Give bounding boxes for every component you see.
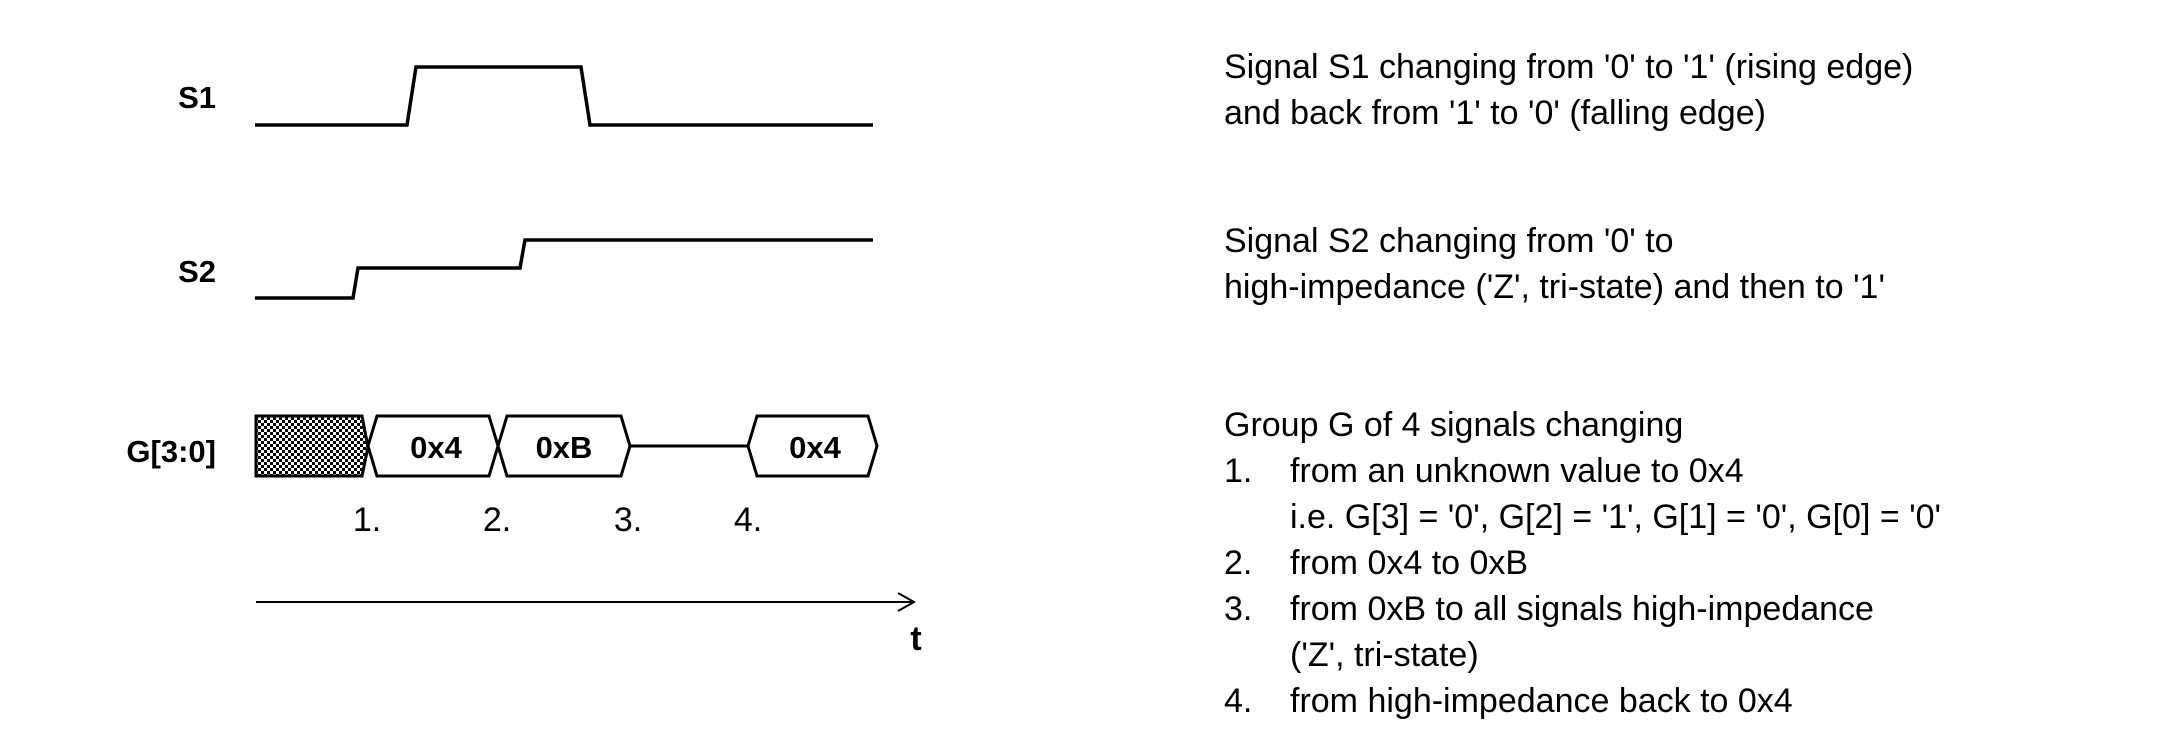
time-axis-arrowhead — [897, 592, 917, 612]
transition-marker-1: 1. — [353, 501, 381, 539]
bus-value-box-3 — [746, 414, 879, 478]
description-s2-line: high-impedance ('Z', tri-state) and then… — [1224, 268, 1885, 306]
time-axis-label: t — [910, 620, 921, 658]
transition-marker-2: 2. — [483, 501, 511, 539]
transition-marker-4: 4. — [734, 501, 762, 539]
bus-value-box-1 — [366, 414, 500, 478]
signal-label-s1: S1 — [178, 80, 216, 115]
description-g-intro: Group G of 4 signals changing — [1224, 406, 1684, 444]
list-number: 1. — [1224, 452, 1253, 490]
transition-marker-3: 3. — [614, 501, 642, 539]
bus-unknown-value — [254, 414, 370, 478]
bus-value-text-2: 0xB — [536, 430, 593, 465]
list-number: 2. — [1224, 544, 1253, 582]
description-g: Group G of 4 signals changing 1. from an… — [1224, 402, 1941, 724]
bus-value-text-1: 0x4 — [410, 430, 462, 465]
waveform-s2 — [255, 238, 873, 300]
list-number: 4. — [1224, 682, 1253, 720]
list-item-line: from high-impedance back to 0x4 — [1290, 682, 1793, 720]
list-item-line: from 0xB to all signals high-impedance — [1290, 590, 1874, 628]
description-g-item-4: 4. from high-impedance back to 0x4 — [1224, 678, 1941, 724]
list-item-line: from an unknown value to 0x4 — [1290, 452, 1744, 490]
bus-value-box-2 — [496, 414, 632, 478]
description-s1: Signal S1 changing from '0' to '1' (risi… — [1224, 44, 1913, 136]
description-g-list: 1. from an unknown value to 0x4 i.e. G[3… — [1224, 448, 1941, 724]
list-number: 3. — [1224, 590, 1253, 628]
description-s2-line: Signal S2 changing from '0' to — [1224, 222, 1674, 260]
signal-label-g: G[3:0] — [126, 434, 216, 469]
bus-value-text-3: 0x4 — [789, 430, 841, 465]
list-item-line: from 0x4 to 0xB — [1290, 544, 1529, 582]
list-item-line: ('Z', tri-state) — [1290, 636, 1479, 674]
list-item-line: i.e. G[3] = '0', G[2] = '1', G[1] = '0',… — [1290, 498, 1942, 536]
description-g-item-1: 1. from an unknown value to 0x4 i.e. G[3… — [1224, 448, 1941, 540]
signal-label-s2: S2 — [178, 254, 216, 289]
description-g-item-3: 3. from 0xB to all signals high-impedanc… — [1224, 586, 1941, 678]
waveform-s1 — [255, 65, 873, 127]
description-g-item-2: 2. from 0x4 to 0xB — [1224, 540, 1941, 586]
description-s2: Signal S2 changing from '0' to high-impe… — [1224, 218, 1885, 310]
timing-diagram: S1 S2 G[3:0] 0x4 0xB 0x4 1. 2. 3. 4. t — [126, 65, 922, 658]
description-s1-line: and back from '1' to '0' (falling edge) — [1224, 94, 1766, 132]
description-s1-line: Signal S1 changing from '0' to '1' (risi… — [1224, 48, 1914, 86]
